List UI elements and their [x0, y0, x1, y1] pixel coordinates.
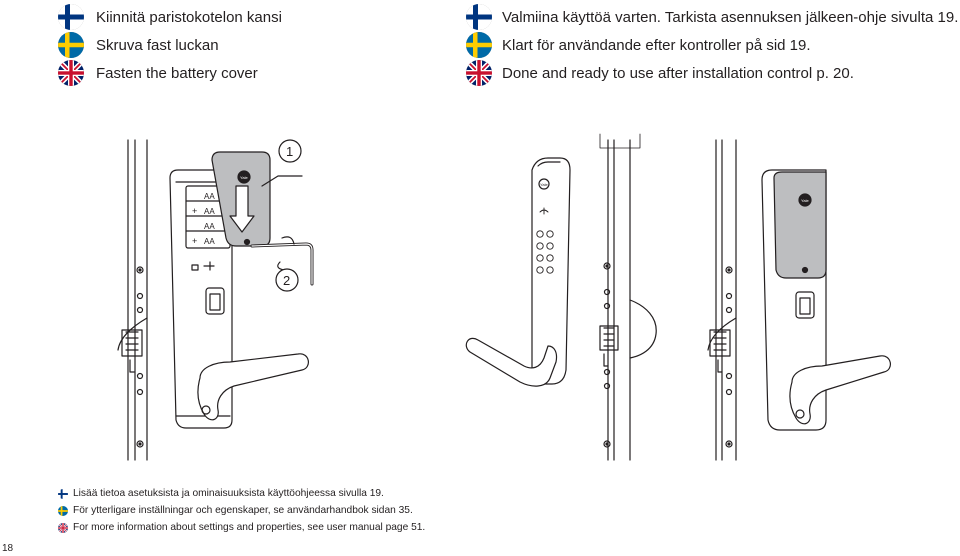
- uk-flag-icon: [466, 60, 492, 86]
- uk-flag-icon: [58, 523, 68, 533]
- lock-installation-illustration: AA AA AA AA + + Yale 1 2: [117, 133, 891, 461]
- instruction-sv: Skruva fast luckan: [58, 32, 219, 58]
- instruction-en: Fasten the battery cover: [58, 60, 258, 86]
- note-en: For more information about settings and …: [58, 522, 425, 533]
- page-number: 18: [2, 543, 14, 554]
- note-fi: Lisää tietoa asetuksista ja ominaisuuksi…: [58, 488, 384, 499]
- battery-label: AA: [204, 222, 215, 231]
- uk-flag-icon: [58, 60, 84, 86]
- sweden-flag-icon: [466, 32, 492, 58]
- yale-logo: Yale: [801, 198, 809, 203]
- done-fi: Valmiina käyttöä varten. Tarkista asennu…: [466, 4, 958, 30]
- finland-flag-icon: [58, 4, 84, 30]
- done-sv: Klart för användande efter kontroller på…: [466, 32, 811, 58]
- step-label-1: 1: [286, 144, 293, 159]
- instruction-text-fi: Kiinnitä paristokotelon kansi: [96, 8, 282, 26]
- instruction-text-sv: Skruva fast luckan: [96, 36, 219, 54]
- finland-flag-icon: [58, 489, 68, 499]
- instruction-fi: Kiinnitä paristokotelon kansi: [58, 4, 282, 30]
- finland-flag-icon: [466, 4, 492, 30]
- note-text-sv: För ytterligare inställningar och egensk…: [73, 505, 413, 516]
- done-text-en: Done and ready to use after installation…: [502, 64, 854, 82]
- figure-open-lock: AA AA AA AA + + Yale 1 2: [117, 139, 314, 461]
- yale-logo: Yale: [240, 175, 248, 180]
- svg-text:+: +: [192, 206, 197, 216]
- note-text-fi: Lisää tietoa asetuksista ja ominaisuuksi…: [73, 488, 384, 499]
- yale-logo: Yale: [540, 182, 548, 187]
- instruction-text-en: Fasten the battery cover: [96, 64, 258, 82]
- done-en: Done and ready to use after installation…: [466, 60, 854, 86]
- figure-closed-lock: Yale: [707, 139, 891, 461]
- battery-label: AA: [204, 207, 215, 216]
- figure-keypad-front: Yale: [465, 133, 657, 461]
- step-label-2: 2: [283, 273, 290, 288]
- sweden-flag-icon: [58, 506, 68, 516]
- battery-label: AA: [204, 192, 215, 201]
- note-text-en: For more information about settings and …: [73, 522, 426, 533]
- done-text-fi: Valmiina käyttöä varten. Tarkista asennu…: [502, 8, 959, 26]
- sweden-flag-icon: [58, 32, 84, 58]
- done-text-sv: Klart för användande efter kontroller på…: [502, 36, 811, 54]
- battery-label: AA: [204, 237, 215, 246]
- note-sv: För ytterligare inställningar och egensk…: [58, 505, 413, 516]
- svg-text:+: +: [192, 236, 197, 246]
